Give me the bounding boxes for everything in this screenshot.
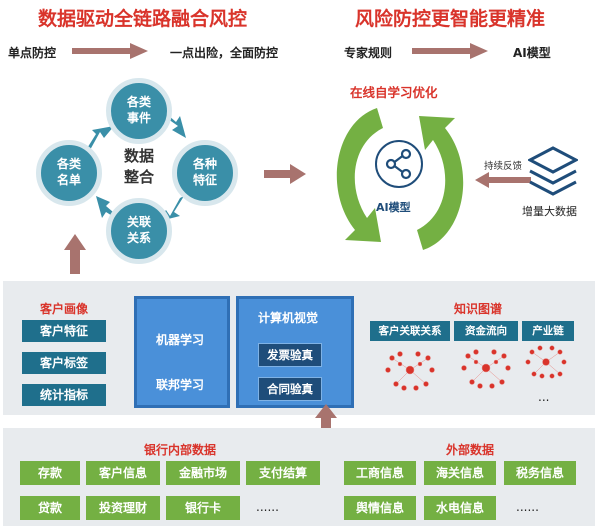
right-from-label: 专家规则 <box>344 46 393 60</box>
feedback-label: 持续反馈 <box>484 161 523 172</box>
left-header-arrow <box>72 43 148 59</box>
customer-profile-title: 客户画像 <box>39 302 88 316</box>
ml-item-federated-learning: 联邦学习 <box>156 378 205 392</box>
right-to-label: AI模型 <box>513 46 551 60</box>
ml-item-machine-learning: 机器学习 <box>156 333 205 347</box>
external-item-business: 工商信息 <box>344 461 416 485</box>
internal-data-title: 银行内部数据 <box>143 443 216 457</box>
cv-item-contract: 合同验真 <box>258 377 322 401</box>
data-up-arrow <box>315 404 337 434</box>
left-from-label: 单点防控 <box>8 46 57 60</box>
cycle-node-events: 各类事件 <box>106 78 172 144</box>
middle-arrow <box>264 164 306 184</box>
left-title: 数据驱动全链路融合风控 <box>38 8 248 30</box>
kg-more: ... <box>538 390 550 404</box>
internal-item-loan: 贷款 <box>20 496 80 520</box>
ai-cycle-label: 在线自学习优化 <box>350 85 438 100</box>
external-item-customs: 海关信息 <box>424 461 496 485</box>
share-network-icon <box>375 140 423 188</box>
external-item-utilities: 水电信息 <box>424 496 496 520</box>
layers-icon <box>528 146 578 196</box>
kg-header-fund-flow: 资金流向 <box>454 321 518 341</box>
right-header-arrow <box>412 43 488 59</box>
ai-model-label: AI模型 <box>376 201 411 214</box>
incremental-data-label: 增量大数据 <box>522 205 577 218</box>
profile-item-features: 客户特征 <box>22 320 106 342</box>
profile-up-arrow <box>64 234 86 274</box>
cv-item-invoice: 发票验真 <box>258 343 322 367</box>
external-item-tax: 税务信息 <box>504 461 576 485</box>
internal-item-bank-card: 银行卡 <box>166 496 240 520</box>
ai-cycle-arrows <box>336 108 464 250</box>
external-data-title: 外部数据 <box>445 443 494 457</box>
cv-title: 计算机视觉 <box>258 311 319 325</box>
right-title: 风险防控更智能更精准 <box>355 8 546 30</box>
kg-header-relations: 客户关联关系 <box>370 321 450 341</box>
external-more: ...... <box>516 500 539 514</box>
internal-item-payment: 支付结算 <box>246 461 320 485</box>
knowledge-graph-networks <box>385 345 567 391</box>
external-item-sentiment: 舆情信息 <box>344 496 416 520</box>
feedback-arrow <box>475 172 531 188</box>
left-to-label: 一点出险，全面防控 <box>170 46 279 60</box>
ml-block <box>134 296 230 408</box>
cycle-center-label: 数据 整合 <box>123 147 154 186</box>
profile-item-tags: 客户标签 <box>22 352 106 374</box>
internal-item-customer-info: 客户信息 <box>86 461 160 485</box>
kg-header-industry-chain: 产业链 <box>522 321 574 341</box>
internal-item-financial-market: 金融市场 <box>166 461 240 485</box>
internal-more: ...... <box>256 500 279 514</box>
internal-item-deposit: 存款 <box>20 461 80 485</box>
cycle-node-lists: 各类名单 <box>36 140 102 206</box>
cycle-node-features: 各种特征 <box>172 140 238 206</box>
internal-item-investment: 投资理财 <box>86 496 160 520</box>
knowledge-graph-title: 知识图谱 <box>453 302 502 316</box>
profile-item-metrics: 统计指标 <box>22 384 106 406</box>
cycle-node-relations: 关联关系 <box>106 198 172 264</box>
